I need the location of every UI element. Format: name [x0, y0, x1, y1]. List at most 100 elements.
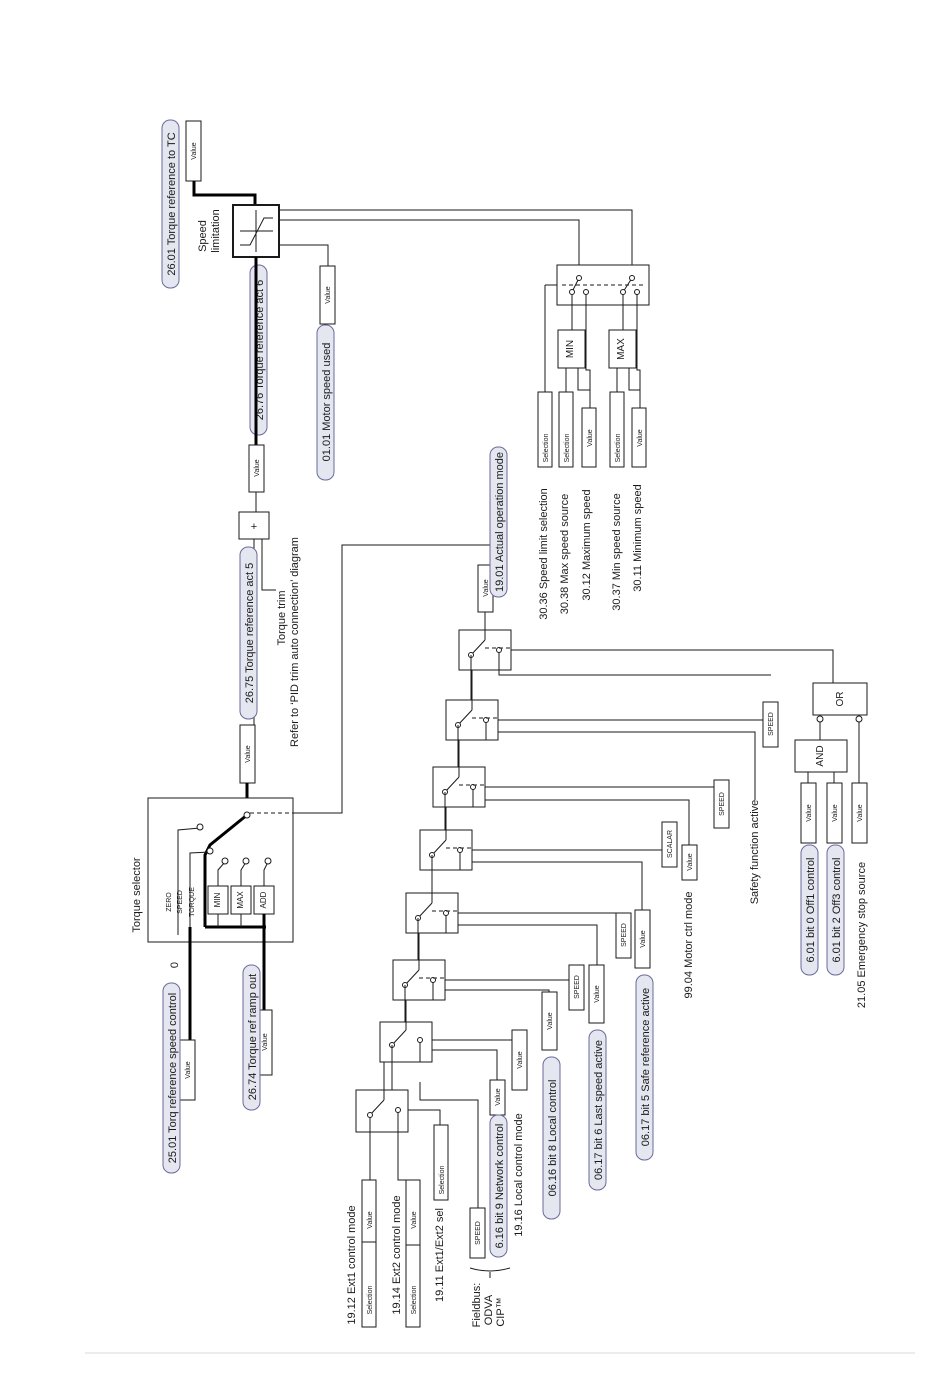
torque-selector-block	[147, 797, 294, 943]
speed-label-sw7: SPEED	[768, 712, 775, 736]
pill-26-01	[161, 119, 180, 289]
param-6-01b2: 6.01 bit 2 Off3 control	[831, 858, 843, 963]
max-block	[608, 329, 637, 369]
wire-ls-sel	[544, 284, 557, 392]
adder-plus: +	[251, 521, 257, 533]
val-label-06-17b6: Value	[594, 985, 601, 1002]
pill-6-01b2	[826, 844, 845, 976]
adder-block	[238, 511, 270, 540]
ts-c-max	[242, 857, 250, 865]
wire-safe-ref	[472, 861, 643, 910]
param-19-16: 19.16 Local control mode	[513, 1113, 525, 1237]
param-01-01: 01.01 Motor speed used	[321, 343, 333, 462]
label-torque-trim-2: Refer to ‘PID trim auto connection’ diag…	[289, 537, 301, 747]
switch-3-arm	[404, 960, 577, 1000]
wire-sw8-zero	[498, 670, 771, 676]
switch-8-arm	[470, 612, 834, 683]
ts-contact-min	[217, 861, 226, 886]
val-box-21-05	[851, 782, 868, 844]
val-box-19-14	[405, 1179, 421, 1246]
ls-l3	[583, 289, 589, 295]
param-19-14: 19.14 Ext2 control mode	[391, 1195, 403, 1314]
val-label-21-05: Value	[857, 804, 864, 821]
or-block	[812, 682, 868, 716]
wire-ext2	[397, 1132, 411, 1181]
pill-06-16b8	[542, 1056, 561, 1220]
speed-label-sw6: SPEED	[719, 792, 726, 816]
wire-fieldbus	[419, 1082, 479, 1208]
val-box-06-16b8	[541, 991, 558, 1051]
speed-label-sw4: SPEED	[621, 923, 628, 947]
sel-label-30-37: Selection	[615, 433, 622, 462]
and-block	[794, 739, 848, 773]
wire-last-speed	[458, 924, 598, 965]
value-label-01-01: Value	[325, 286, 332, 303]
param-6-16b9: 6.16 bit 9 Network control	[494, 1124, 506, 1249]
switch-1-c2	[395, 1107, 401, 1113]
param-6-01b0: 6.01 bit 0 Off1 control	[805, 858, 817, 963]
or-inv-2	[855, 715, 863, 723]
value-label-26-75: Value	[245, 745, 252, 762]
fieldbus-brace	[469, 1267, 511, 1278]
wire-safety	[498, 731, 756, 800]
speed-limitation-curve	[240, 210, 273, 252]
speed-box-sw4	[615, 912, 632, 959]
param-21-05: 21.05 Emergency stop source	[856, 862, 868, 1008]
or-inv-1	[816, 715, 824, 723]
ts-c-min	[221, 857, 229, 865]
speed-box-sw7	[762, 701, 779, 748]
val-label-6-01b0: Value	[806, 804, 813, 821]
wire-max-in	[616, 368, 640, 392]
min-block-label: MIN	[565, 340, 576, 358]
val-box-99-04	[681, 844, 698, 881]
label-speed-limitation-1: Speed	[197, 220, 209, 252]
param-30-36: 30.36 Speed limit selection	[538, 488, 550, 619]
sel-label-19-11: Selection	[439, 1165, 446, 1194]
min-block	[557, 329, 586, 369]
ts-contact-max	[240, 861, 247, 886]
ls-l2	[569, 289, 575, 295]
ts-c-add	[264, 857, 272, 865]
ts-zero: ZERO	[166, 892, 173, 912]
param-30-11: 30.11 Minimum speed	[632, 484, 644, 591]
label-speed-limitation-2: limitation	[210, 209, 222, 252]
sel-box-19-11	[433, 1124, 449, 1201]
val-label-06-16b8: Value	[547, 1012, 554, 1029]
param-30-38: 30.38 Max speed source	[559, 494, 571, 614]
val-label-06-17b5: Value	[640, 930, 647, 947]
speed-label-sw3: SPEED	[574, 975, 581, 999]
param-26-01: 26.01 Torque reference to TC	[166, 132, 178, 275]
val-box-6-01b2	[826, 782, 843, 844]
param-26-74: 26.74 Torque ref ramp out	[247, 974, 259, 1100]
pill-6-01b0	[800, 844, 819, 976]
param-06-16b8: 06.16 bit 8 Local control	[547, 1080, 559, 1197]
value-label-26-01: Value	[191, 142, 198, 159]
wire-26-01-in	[192, 181, 257, 205]
ls-r3	[634, 289, 640, 295]
label-torque-trim-1: Torque trim	[276, 590, 288, 645]
ts-min: MIN	[213, 892, 222, 907]
param-19-11: 19.11 Ext1/Ext2 sel	[434, 1208, 446, 1302]
pill-06-17b5	[635, 974, 654, 1161]
param-30-12: 30.12 Maximum speed	[581, 489, 593, 600]
sel-box-30-36	[537, 391, 553, 468]
param-19-12: 19.12 Ext1 control mode	[346, 1205, 358, 1324]
pill-01-01	[316, 324, 335, 481]
fieldbus-label: Fieldbus:	[471, 1283, 483, 1328]
wire-motor-speed	[279, 244, 329, 266]
param-99-04: 99.04 Motor ctrl mode	[683, 892, 695, 999]
sel-box-30-38	[558, 391, 574, 468]
pill-25-01	[162, 982, 181, 1174]
pill-19-01	[489, 446, 508, 598]
switch-2-c2	[417, 1037, 423, 1043]
param-06-17b5: 06.17 bit 5 Safe reference active	[640, 988, 652, 1146]
value-label-26-74: Value	[262, 1033, 269, 1050]
wire-ls-l3	[585, 305, 591, 408]
param-safety: Safety function active	[749, 800, 761, 905]
switch-4-arm	[417, 893, 625, 933]
val-label-6-16b9: Value	[495, 1088, 502, 1105]
pill-26-76	[249, 264, 268, 436]
ts-add: ADD	[259, 891, 268, 908]
val-label-19-14: Value	[411, 1211, 418, 1228]
wire-mode-to-ts	[293, 544, 490, 814]
